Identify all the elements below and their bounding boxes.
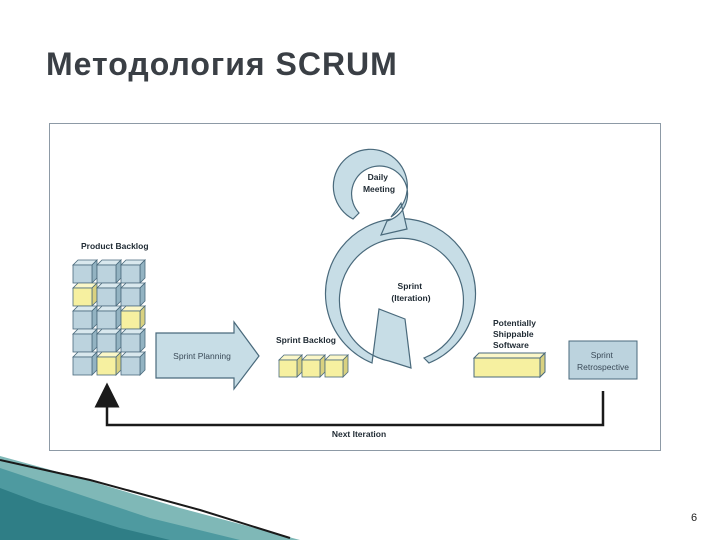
corner-decoration: [0, 456, 300, 540]
backlog-item: [96, 351, 122, 376]
sprint-retrospective-box: [568, 340, 638, 380]
daily-meeting-label: Daily Meeting: [363, 172, 395, 194]
backlog-item: [72, 259, 98, 284]
product-backlog-label: Product Backlog: [81, 241, 149, 251]
backlog-item: [120, 259, 146, 284]
backlog-item: [72, 305, 98, 330]
backlog-item: [96, 259, 122, 284]
shippable-software-block: [472, 351, 547, 379]
daily-meeting-cycle: [332, 148, 409, 236]
sprint-planning-label: Sprint Planning: [173, 351, 231, 361]
slide-title: Методология SCRUM: [46, 46, 398, 82]
backlog-item: [72, 328, 98, 353]
backlog-item: [120, 305, 146, 330]
next-iteration-arrow: [94, 382, 605, 427]
shippable-software-label: Potentially Shippable Software: [493, 318, 538, 350]
sprint-backlog-label: Sprint Backlog: [276, 335, 336, 345]
sprint-retrospective-label: Sprint Retrospective: [577, 350, 629, 372]
scrum-diagram: Product Backlog Sprint Planning Sprint B…: [72, 148, 638, 439]
backlog-item: [72, 351, 98, 376]
backlog-item: [120, 328, 146, 353]
backlog-item: [96, 305, 122, 330]
sprint-cycle-arrow: [324, 218, 477, 369]
product-backlog-grid: [72, 259, 146, 376]
sprint-planning-arrow: [155, 320, 260, 391]
page-number: 6: [691, 512, 698, 524]
sprint-backlog-item: [301, 354, 326, 378]
backlog-item: [120, 351, 146, 376]
sprint-backlog-item: [278, 354, 303, 378]
backlog-item: [120, 282, 146, 307]
backlog-item: [72, 282, 98, 307]
backlog-item: [96, 328, 122, 353]
sprint-backlog-item: [324, 354, 349, 378]
sprint-backlog-boxes: [278, 354, 349, 378]
sprint-label: Sprint (Iteration): [391, 281, 430, 303]
backlog-item: [96, 282, 122, 307]
next-iteration-label: Next Iteration: [332, 429, 386, 439]
